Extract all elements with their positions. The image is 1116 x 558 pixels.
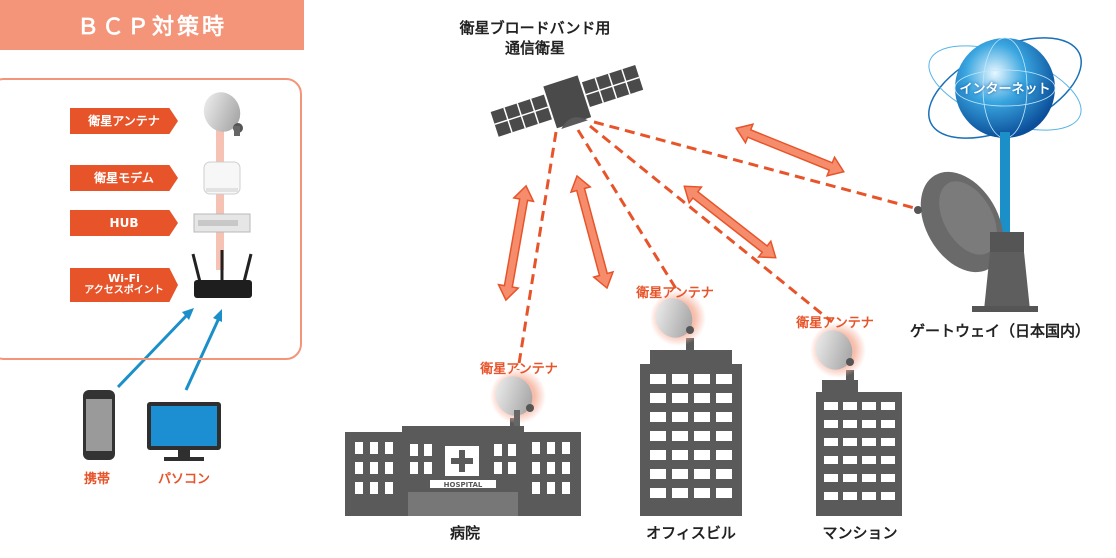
bcp-satellite-modem-icon — [203, 161, 241, 195]
bcp-hub-icon — [193, 213, 251, 233]
data-flow-arrows — [497, 123, 845, 302]
pc-label: パソコン — [158, 472, 211, 487]
satellite-label-line2: 通信衛星 — [504, 39, 565, 57]
window — [672, 374, 688, 384]
window — [694, 374, 710, 384]
window — [843, 474, 857, 482]
window — [881, 402, 895, 410]
tag-satellite-antenna: 衛星アンテナ — [70, 108, 178, 134]
phone-icon — [83, 390, 115, 460]
window — [694, 412, 710, 422]
mansion-label: マンション — [822, 524, 898, 542]
office-antenna-label: 衛星アンテナ — [636, 286, 714, 301]
mansion-windows — [824, 402, 895, 500]
hospital-sign: HOSPITAL — [444, 481, 483, 489]
gateway-dish-icon — [914, 132, 1038, 312]
satellite-icon — [490, 65, 644, 137]
pc-monitor-icon — [147, 402, 221, 461]
bcp-header: ＢＣＰ対策時 — [0, 0, 304, 50]
window — [843, 456, 857, 464]
bcp-satellite-antenna-icon — [203, 92, 243, 136]
window — [650, 469, 666, 479]
tag-wifi-line2: アクセスポイント — [84, 285, 164, 296]
bcp-panel — [0, 78, 302, 360]
window — [862, 420, 876, 428]
window — [881, 456, 895, 464]
hospital-label: 病院 — [449, 524, 480, 542]
window — [716, 412, 732, 422]
window — [672, 431, 688, 441]
office-windows — [650, 374, 732, 498]
bcp-wifi-router-icon — [191, 250, 253, 298]
window — [862, 492, 876, 500]
window — [650, 374, 666, 384]
hospital-antenna-label: 衛星アンテナ — [480, 362, 558, 377]
window — [824, 420, 838, 428]
window — [694, 393, 710, 403]
window — [824, 402, 838, 410]
window — [716, 393, 732, 403]
window — [862, 456, 876, 464]
office-antenna-icon — [650, 290, 706, 346]
satellite-label: 衛星ブロードバンド用 通信衛星 — [440, 18, 630, 58]
window — [881, 492, 895, 500]
window — [650, 393, 666, 403]
window — [716, 469, 732, 479]
tag-wifi-line1: Wi-Fi — [108, 272, 140, 285]
window — [881, 420, 895, 428]
window — [672, 393, 688, 403]
hospital-windows — [355, 442, 570, 494]
window — [824, 492, 838, 500]
window — [862, 402, 876, 410]
window — [843, 438, 857, 446]
satellite-label-line1: 衛星ブロードバンド用 — [459, 19, 611, 37]
window — [716, 374, 732, 384]
window — [843, 492, 857, 500]
window — [672, 488, 688, 498]
window — [824, 456, 838, 464]
gateway-label: ゲートウェイ（日本国内） — [909, 322, 1090, 340]
tag-wifi-access-point: Wi-Fi アクセスポイント — [70, 268, 178, 302]
window — [694, 488, 710, 498]
tag-satellite-modem: 衛星モデム — [70, 165, 178, 191]
window — [650, 412, 666, 422]
satellite-links — [516, 120, 923, 371]
window — [843, 402, 857, 410]
window — [650, 431, 666, 441]
window — [862, 474, 876, 482]
window — [881, 438, 895, 446]
window — [672, 450, 688, 460]
window — [824, 438, 838, 446]
device-links — [116, 308, 222, 391]
window — [694, 469, 710, 479]
window — [672, 469, 688, 479]
window — [716, 431, 732, 441]
tag-hub: HUB — [70, 210, 178, 236]
window — [843, 420, 857, 428]
hospital-building-icon — [345, 418, 581, 516]
internet-label: インターネット — [959, 82, 1051, 97]
window — [694, 431, 710, 441]
window — [694, 450, 710, 460]
window — [672, 412, 688, 422]
window — [716, 450, 732, 460]
window — [650, 450, 666, 460]
window — [881, 474, 895, 482]
hospital-antenna-icon — [490, 368, 546, 426]
window — [862, 438, 876, 446]
office-label: オフィスビル — [646, 524, 736, 542]
bcp-connection-line — [216, 120, 224, 270]
window — [650, 488, 666, 498]
phone-label: 携帯 — [84, 472, 111, 487]
window — [824, 474, 838, 482]
mansion-antenna-label: 衛星アンテナ — [796, 316, 874, 331]
window — [716, 488, 732, 498]
mansion-antenna-icon — [810, 322, 866, 378]
